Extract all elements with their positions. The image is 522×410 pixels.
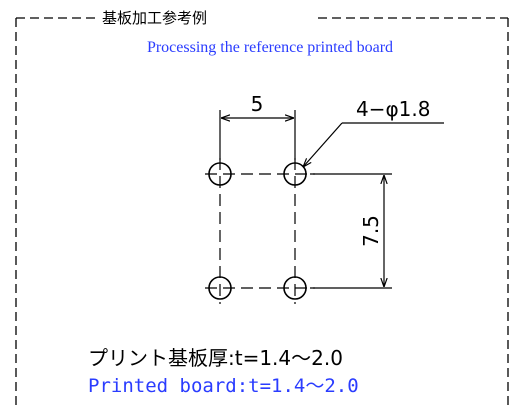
hole-bottom-left (208, 276, 232, 300)
frame-title: 基板加工参考例 (102, 9, 207, 27)
hole-top-left (208, 162, 232, 186)
dimension-vertical: 7.5 (310, 173, 392, 289)
dashed-frame (15, 17, 509, 410)
leader-line (303, 122, 343, 167)
hole-top-right (283, 162, 307, 186)
dimension-horizontal: 5 (219, 92, 296, 160)
mounting-holes (208, 162, 307, 300)
hole-bottom-right (283, 276, 307, 300)
hole-callout-text: 4−φ1.8 (356, 97, 430, 121)
board-thickness-en: Printed board:t=1.4〜2.0 (88, 375, 359, 397)
dimension-vertical-value: 7.5 (359, 215, 383, 247)
hole-callout: 4−φ1.8 (303, 97, 444, 167)
frame-subtitle: Processing the reference printed board (147, 39, 393, 56)
board-thickness-jp: プリント基板厚:t=1.4〜2.0 (88, 346, 343, 370)
center-lines (205, 158, 315, 304)
dimension-horizontal-value: 5 (251, 92, 264, 116)
